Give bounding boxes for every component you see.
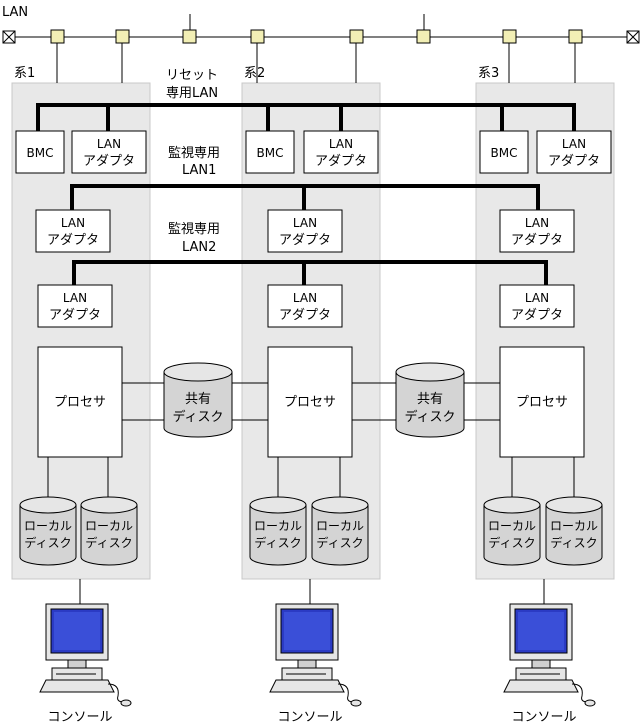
svg-text:共有: 共有 (417, 392, 443, 407)
svg-text:LAN: LAN (61, 216, 85, 230)
system-2-console: コンソール (269, 603, 362, 725)
system-3-local-disk-2: ローカル ディスク (545, 496, 603, 566)
lan-tap (115, 29, 130, 44)
lan-terminator-right (626, 30, 640, 44)
svg-text:ディスク: ディスク (24, 535, 71, 550)
monitoring-lan1-label-line2: LAN1 (182, 163, 216, 178)
system-3-bmc: BMC (479, 130, 529, 174)
system-2-lan-adapter-monitor1: LAN アダプタ (267, 209, 343, 253)
monitoring-lan1-label-line1: 監視専用 (168, 145, 220, 161)
svg-text:ローカル: ローカル (85, 519, 133, 533)
system-1-processor: プロセサ (37, 346, 123, 458)
lan-tap (349, 29, 364, 44)
system-1-bmc: BMC (15, 130, 65, 174)
svg-text:BMC: BMC (491, 146, 518, 160)
svg-text:共有: 共有 (185, 392, 211, 407)
system-1-lan-adapter-monitor2: LAN アダプタ (37, 284, 113, 328)
svg-text:LAN: LAN (293, 291, 317, 305)
svg-text:アダプタ: アダプタ (548, 154, 600, 169)
svg-text:アダプタ: アダプタ (83, 154, 135, 169)
system-1-lan-adapter-reset: LAN アダプタ (71, 130, 147, 174)
svg-text:ディスク: ディスク (404, 409, 455, 425)
svg-text:ディスク: ディスク (85, 535, 132, 550)
system-1-local-disk-1: ローカル ディスク (19, 496, 77, 566)
system-3-lan-adapter-monitor2: LAN アダプタ (499, 284, 575, 328)
svg-text:LAN: LAN (293, 216, 317, 230)
svg-text:BMC: BMC (27, 146, 54, 160)
system-2-processor: プロセサ (267, 346, 353, 458)
reset-lan-label-line2: 専用LAN (166, 86, 218, 101)
lan-terminator-left (2, 30, 16, 44)
lan-label: LAN (2, 5, 28, 20)
system-2-lan-adapter-monitor2: LAN アダプタ (267, 284, 343, 328)
shared-disk-2: 共有 ディスク (395, 362, 465, 438)
svg-text:LAN: LAN (525, 216, 549, 230)
lan-tap (50, 29, 65, 44)
svg-text:LAN: LAN (525, 291, 549, 305)
reset-lan-label-line1: リセット (166, 68, 218, 83)
svg-text:アダプタ: アダプタ (511, 233, 563, 248)
system-1-local-disk-2: ローカル ディスク (80, 496, 138, 566)
svg-text:プロセサ: プロセサ (284, 395, 336, 410)
shared-disk-1: 共有 ディスク (163, 362, 233, 438)
lan-tap (250, 29, 265, 44)
system-2-console-label: コンソール (277, 710, 342, 725)
svg-text:LAN: LAN (329, 137, 353, 151)
system-3-label: 系3 (478, 66, 499, 81)
svg-text:ディスク: ディスク (316, 535, 363, 550)
monitoring-lan2 (72, 260, 548, 285)
system-2-lan-adapter-reset: LAN アダプタ (303, 130, 379, 174)
system-2-local-disk-2: ローカル ディスク (311, 496, 369, 566)
system-2-label: 系2 (244, 66, 265, 81)
svg-text:ディスク: ディスク (488, 535, 535, 550)
system-2-local-disk-1: ローカル ディスク (249, 496, 307, 566)
system-3-lan-adapter-monitor1: LAN アダプタ (499, 209, 575, 253)
svg-text:アダプタ: アダプタ (511, 308, 563, 323)
svg-text:アダプタ: アダプタ (49, 308, 101, 323)
lan-backbone: LAN (2, 5, 640, 44)
monitoring-lan1 (70, 184, 540, 210)
system-1-lan-adapter-monitor1: LAN アダプタ (35, 209, 111, 253)
svg-text:プロセサ: プロセサ (516, 395, 568, 410)
svg-text:LAN: LAN (63, 291, 87, 305)
system-1-label: 系1 (14, 66, 35, 81)
svg-text:ローカル: ローカル (254, 519, 302, 533)
system-3-local-disk-1: ローカル ディスク (483, 496, 541, 566)
svg-text:アダプタ: アダプタ (315, 154, 367, 169)
system-3-lan-adapter-reset: LAN アダプタ (536, 130, 612, 174)
svg-text:アダプタ: アダプタ (279, 233, 331, 248)
lan-tap (182, 29, 197, 44)
svg-text:アダプタ: アダプタ (47, 233, 99, 248)
svg-text:ローカル: ローカル (550, 519, 598, 533)
system-3-processor: プロセサ (499, 346, 585, 458)
reset-lan (36, 103, 576, 131)
lan-tap (502, 29, 517, 44)
monitoring-lan2-label-line1: 監視専用 (168, 221, 220, 237)
svg-text:ローカル: ローカル (316, 519, 364, 533)
lan-tap (568, 29, 583, 44)
svg-text:LAN: LAN (97, 137, 121, 151)
svg-text:プロセサ: プロセサ (54, 395, 106, 410)
system-1-console: コンソール (39, 603, 132, 725)
svg-text:BMC: BMC (257, 146, 284, 160)
monitoring-lan2-label-line2: LAN2 (182, 240, 216, 255)
svg-text:ローカル: ローカル (24, 519, 72, 533)
svg-text:ローカル: ローカル (488, 519, 536, 533)
lan-tap (416, 29, 431, 44)
svg-text:LAN: LAN (562, 137, 586, 151)
system-2-bmc: BMC (245, 130, 295, 174)
svg-text:アダプタ: アダプタ (279, 308, 331, 323)
system-3-console-label: コンソール (511, 710, 576, 725)
system-3-console: コンソール (503, 603, 596, 725)
svg-text:ディスク: ディスク (550, 535, 597, 550)
system-1-console-label: コンソール (47, 710, 112, 725)
svg-text:ディスク: ディスク (254, 535, 301, 550)
svg-text:ディスク: ディスク (172, 409, 223, 425)
